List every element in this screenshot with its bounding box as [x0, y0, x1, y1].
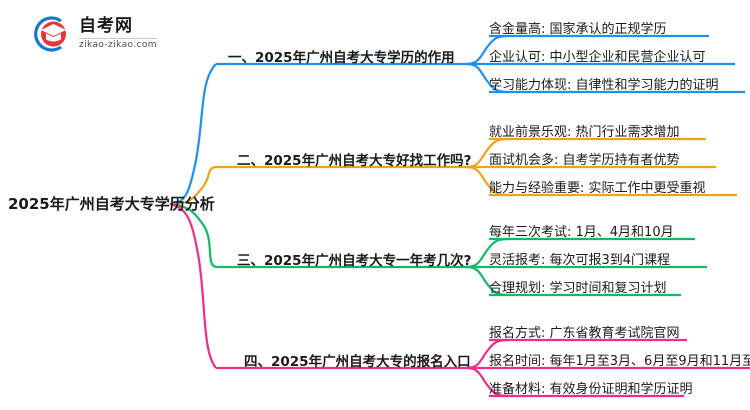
leaf-label-1-1[interactable]: 含金量高: 国家承认的正规学历: [489, 22, 667, 37]
leaf-label-1-3[interactable]: 学习能力体现: 自律性和学习能力的证明: [489, 78, 719, 93]
leaf-label-2-3[interactable]: 能力与经验重要: 实际工作中更受重视: [489, 181, 706, 196]
branch-label-3[interactable]: 三、2025年广州自考大专一年考几次?: [237, 253, 472, 269]
leaf-label-1-2[interactable]: 企业认可: 中小型企业和民营企业认可: [489, 50, 706, 65]
leaf-label-4-1[interactable]: 报名方式: 广东省教育考试院官网: [489, 326, 680, 341]
branch-label-1[interactable]: 一、2025年广州自考大专学历的作用: [228, 50, 455, 66]
graduation-cap-icon: [28, 12, 72, 56]
logo-divider: [79, 38, 157, 39]
leaf-label-3-1[interactable]: 每年三次考试: 1月、4月和10月: [489, 225, 674, 240]
leaf-label-2-2[interactable]: 面试机会多: 自考学历持有者优势: [489, 153, 680, 168]
branch-label-4[interactable]: 四、2025年广州自考大专的报名入口: [244, 354, 471, 370]
leaf-label-2-1[interactable]: 就业前景乐观: 热门行业需求增加: [489, 125, 680, 140]
logo-wordmark: 自考网 zikao-zikao.com: [79, 18, 157, 50]
leaf-label-4-2[interactable]: 报名时间: 每年1月至3月、6月至9月和11月至12月: [489, 354, 750, 369]
leaf-label-4-3[interactable]: 准备材料: 有效身份证明和学历证明: [489, 382, 693, 397]
logo-domain: zikao-zikao.com: [79, 40, 157, 50]
root-topic[interactable]: 2025年广州自考大专学历分析: [8, 195, 215, 213]
site-logo: 自考网 zikao-zikao.com: [28, 12, 157, 56]
branch-label-2[interactable]: 二、2025年广州自考大专好找工作吗?: [237, 153, 472, 169]
leaf-label-3-3[interactable]: 合理规划: 学习时间和复习计划: [489, 281, 667, 296]
logo-name-cn: 自考网: [79, 16, 133, 36]
leaf-label-3-2[interactable]: 灵活报考: 每次可报3到4门课程: [489, 253, 671, 268]
